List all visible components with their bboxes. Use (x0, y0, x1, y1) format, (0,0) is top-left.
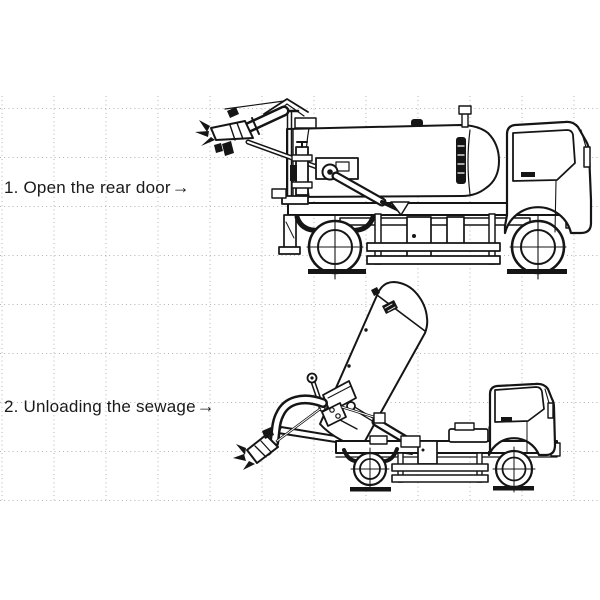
step-1-arrow: → (171, 177, 190, 197)
step-2-arrow: → (196, 396, 215, 416)
figure-1-truck-drawing (195, 98, 593, 280)
step-1-caption: 1. Open the rear door (4, 178, 171, 197)
step-2-caption: 2. Unloading the sewage (4, 397, 196, 416)
truck2-chassis (335, 422, 558, 483)
truck2-rear-boom-assembly (233, 372, 386, 470)
truck1-nozzle-spikes (195, 107, 239, 156)
truck1-rear-boom-assembly (195, 98, 410, 216)
figure-2-truck-drawing (233, 281, 561, 493)
truck1-tank (286, 105, 500, 198)
step-1-label: 1. Open the rear door→ (4, 178, 190, 197)
truck2-wheels (350, 446, 536, 493)
truck1-wheels (306, 214, 567, 280)
truck1-cab (503, 120, 593, 235)
truck2-cab (487, 382, 561, 457)
truck2-nozzle-spikes (233, 427, 274, 470)
step-2-label: 2. Unloading the sewage→ (4, 397, 215, 416)
